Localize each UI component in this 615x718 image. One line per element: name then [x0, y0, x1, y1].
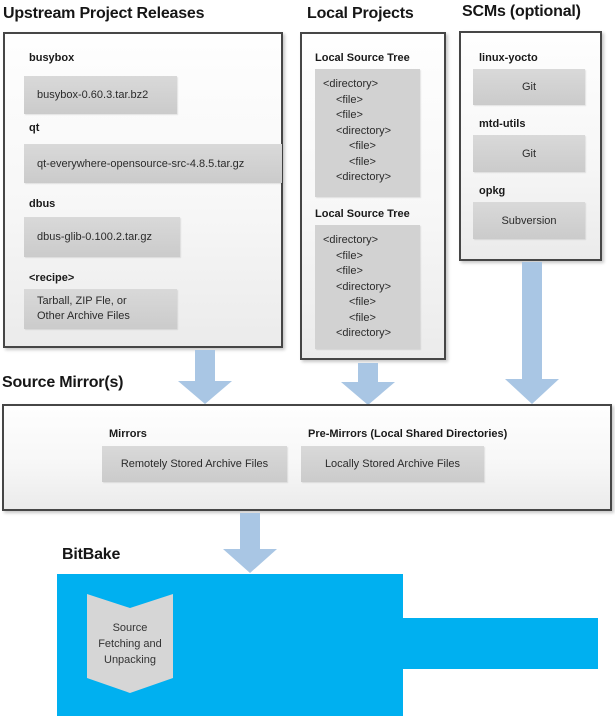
mirrors-label: Mirrors — [109, 428, 147, 440]
upstream-releases-heading: Upstream Project Releases — [3, 5, 205, 22]
upstream-archive-box: busybox-0.60.3.tar.bz2 — [24, 76, 177, 114]
arrow-upstream-to-mirrors — [195, 350, 215, 381]
local-projects-panel: Local Source Tree <directory> <file> <fi… — [300, 32, 446, 360]
scm-type: Subversion — [501, 214, 557, 227]
scm-item-label: opkg — [479, 185, 506, 197]
arrow-upstream-to-mirrors-head — [178, 381, 232, 404]
process-line: Fetching and — [98, 637, 162, 650]
upstream-archive-box: Tarball, ZIP Fle, or Other Archive Files — [24, 289, 177, 329]
tree-line: <file> — [349, 155, 376, 168]
tree-line: <directory> — [323, 234, 379, 246]
upstream-item-label: dbus — [29, 198, 56, 210]
arrow-mirrors-to-bitbake-head — [223, 549, 277, 573]
local-source-tree-label: Local Source Tree — [315, 208, 410, 220]
tree-line: <directory> — [336, 327, 392, 339]
upstream-item-label: <recipe> — [29, 272, 75, 284]
source-mirrors-heading: Source Mirror(s) — [2, 374, 124, 391]
arrow-scms-to-mirrors-head — [505, 379, 559, 404]
scm-type-box: Git — [473, 69, 585, 105]
arrow-local-to-mirrors-head — [341, 382, 395, 405]
pre-mirrors-label: Pre-Mirrors (Local Shared Directories) — [308, 428, 508, 440]
tree-line: <file> — [349, 311, 376, 324]
bitbake-heading: BitBake — [62, 546, 121, 563]
tree-line: <file> — [336, 109, 363, 121]
local-source-tree-box: <directory> <file> <file> <directory> <f… — [315, 225, 420, 349]
scm-type: Git — [521, 81, 537, 93]
upstream-item-label: busybox — [29, 52, 75, 64]
tree-line: <file> — [349, 296, 376, 308]
archive-filename: qt-everywhere-opensource-src-4.8.5.tar.g… — [37, 157, 245, 170]
tree-line: <directory> — [336, 124, 392, 137]
local-projects-heading: Local Projects — [307, 5, 414, 22]
pre-mirrors-archive-box: Locally Stored Archive Files — [301, 446, 484, 482]
source-fetching-chevron: Source Fetching and Unpacking — [87, 594, 173, 693]
archive-filename: dbus-glib-0.100.2.tar.gz — [37, 231, 152, 243]
scm-item-label: linux-yocto — [479, 52, 538, 64]
scm-type-box: Git — [473, 135, 585, 172]
process-line: Unpacking — [104, 653, 156, 666]
upstream-releases-panel: busybox busybox-0.60.3.tar.bz2 qt qt-eve… — [3, 32, 283, 348]
scm-type: Git — [521, 147, 537, 160]
scm-type-box: Subversion — [473, 202, 585, 239]
tree-line: <file> — [336, 93, 363, 106]
local-source-tree-label: Local Source Tree — [315, 52, 410, 64]
pre-mirrors-archive-text: Locally Stored Archive Files — [324, 458, 461, 470]
archive-description-line: Other Archive Files — [37, 310, 130, 322]
scm-item-label: mtd-utils — [479, 118, 526, 130]
process-line: Source — [112, 621, 148, 634]
mirrors-archive-box: Remotely Stored Archive Files — [102, 446, 287, 482]
scms-heading: SCMs (optional) — [462, 3, 581, 20]
tree-line: <directory> — [336, 171, 392, 183]
tree-line: <directory> — [323, 78, 379, 90]
archive-description-line: Tarball, ZIP Fle, or — [37, 295, 127, 307]
arrow-local-to-mirrors — [358, 363, 378, 382]
upstream-archive-box: qt-everywhere-opensource-src-4.8.5.tar.g… — [24, 144, 282, 183]
tree-line: <file> — [349, 140, 376, 152]
archive-filename: busybox-0.60.3.tar.bz2 — [37, 89, 149, 101]
arrow-mirrors-to-bitbake — [240, 513, 260, 549]
bitbake-output-bar — [403, 618, 598, 669]
arrow-scms-to-mirrors — [522, 262, 542, 379]
tree-line: <directory> — [336, 280, 392, 293]
tree-line: <file> — [336, 249, 363, 262]
upstream-item-label: qt — [29, 122, 40, 134]
scms-panel: linux-yocto Git mtd-utils Git opkg Subve… — [459, 31, 602, 261]
source-mirrors-panel: Mirrors Remotely Stored Archive Files Pr… — [2, 404, 612, 511]
mirrors-archive-text: Remotely Stored Archive Files — [120, 458, 269, 470]
local-source-tree-box: <directory> <file> <file> <directory> <f… — [315, 69, 420, 197]
upstream-archive-box: dbus-glib-0.100.2.tar.gz — [24, 217, 180, 257]
tree-line: <file> — [336, 265, 363, 277]
